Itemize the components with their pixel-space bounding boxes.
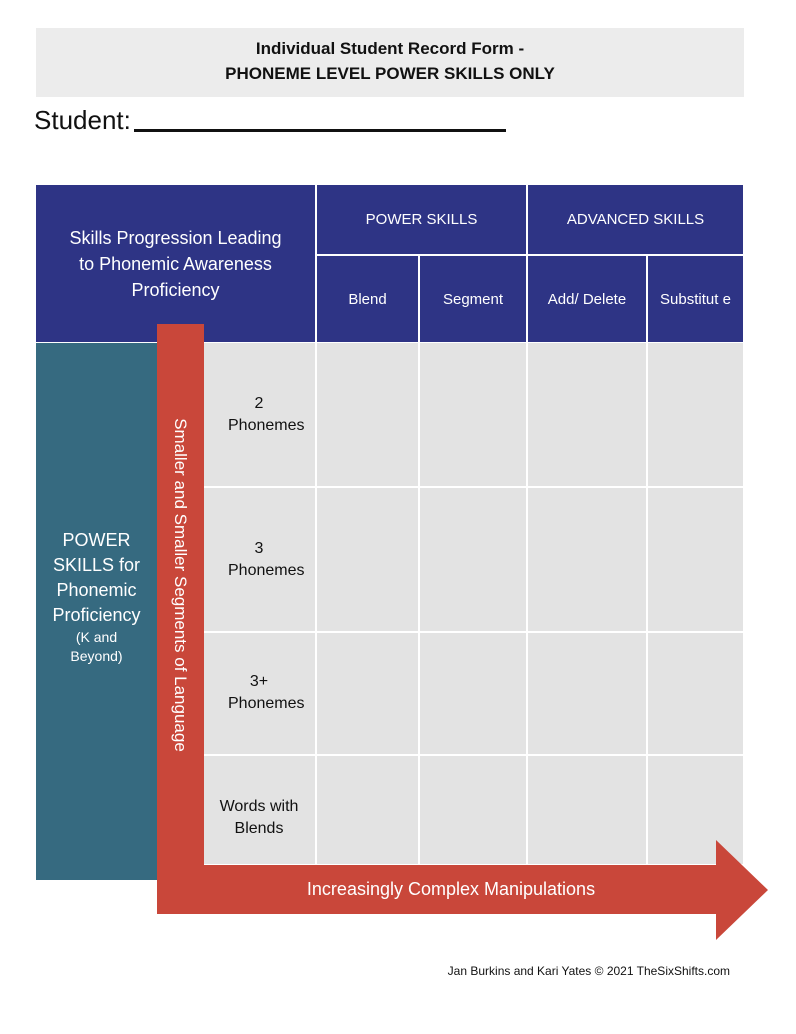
row-divider (204, 754, 743, 756)
student-name-line (134, 129, 506, 132)
row-divider (204, 631, 743, 633)
col-divider (526, 343, 528, 864)
power-skills-sidebar: POWER SKILLS for Phonemic Proficiency (K… (36, 343, 157, 880)
corner-header-text: Skills Progression Leading to Phonemic A… (69, 227, 282, 300)
student-label: Student: (34, 105, 131, 135)
column-header-substitute: Substitut e (648, 256, 743, 342)
column-header-add-delete-label: Add/ Delete (547, 290, 627, 308)
group-header-advanced-skills-label: ADVANCED SKILLS (566, 211, 705, 228)
vertical-arrow-bar (157, 324, 204, 914)
group-header-power-skills: POWER SKILLS (317, 185, 526, 254)
row-label-3plus-phonemes: 3+ Phonemes (228, 673, 305, 712)
column-header-add-delete: Add/ Delete (528, 256, 646, 342)
horizontal-arrow-label: Increasingly Complex Manipulations (306, 879, 596, 899)
column-header-blend: Blend (317, 256, 418, 342)
col-divider (315, 343, 317, 864)
row-label-2-phonemes: 2 Phonemes (228, 395, 305, 434)
group-header-advanced-skills: ADVANCED SKILLS (528, 185, 743, 254)
vertical-arrow-label: Smaller and Smaller Segments of Language (171, 418, 190, 752)
column-header-substitute-label: Substitut e (660, 290, 731, 308)
column-header-blend-label: Blend (348, 290, 387, 308)
row-label-words-with-blends: Words with Blends (219, 798, 299, 837)
row-divider (204, 486, 743, 488)
col-divider (418, 343, 420, 864)
table-body-grid (204, 343, 743, 864)
column-header-segment-label: Segment (442, 290, 504, 308)
title-line-2: PHONEME LEVEL POWER SKILLS ONLY (225, 64, 555, 83)
group-header-power-skills-label: POWER SKILLS (365, 211, 478, 228)
power-skills-sidebar-title: POWER SKILLS for Phonemic Proficiency (52, 530, 141, 625)
column-header-segment: Segment (420, 256, 526, 342)
row-label-3-phonemes: 3 Phonemes (228, 540, 305, 579)
title-banner: Individual Student Record Form - PHONEME… (36, 28, 744, 97)
col-divider (646, 343, 648, 864)
horizontal-arrow (157, 840, 768, 940)
footer-credit: Jan Burkins and Kari Yates © 2021 TheSix… (447, 964, 730, 978)
corner-header: Skills Progression Leading to Phonemic A… (36, 185, 315, 342)
title-line-1: Individual Student Record Form - (255, 39, 525, 58)
power-skills-sidebar-subtitle: (K and Beyond) (70, 629, 123, 664)
